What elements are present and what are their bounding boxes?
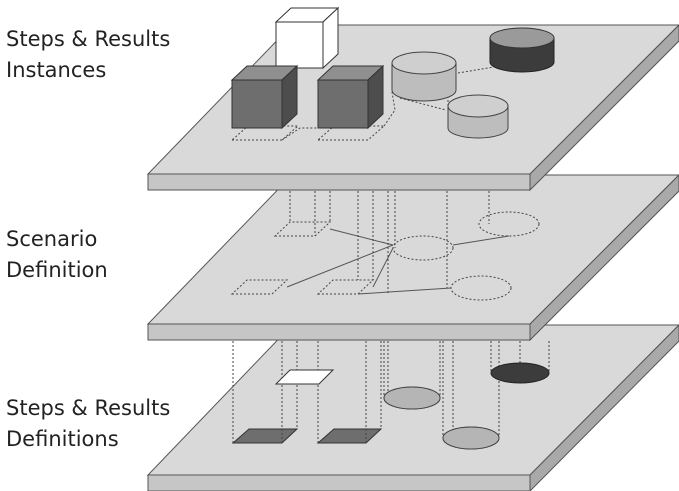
plate-scenario-front [147, 323, 531, 341]
result-instance-cylinder-dark [489, 27, 555, 73]
layer-label-definitions: Steps & Results Definitions [6, 393, 170, 455]
plate-definitions-side [529, 324, 679, 491]
plate-scenario-top [146, 174, 679, 325]
scenario-flow-lines [286, 228, 510, 295]
plate-scenario-side [529, 174, 679, 342]
plate-instances-side [529, 24, 679, 192]
step-instance-cube-1 [230, 64, 299, 130]
result-definition-top-2 [442, 426, 500, 450]
plate-instances [146, 24, 679, 192]
instance-links [289, 191, 490, 294]
plate-instances-front [147, 173, 531, 191]
scenario-result-2 [478, 211, 540, 237]
result-definition-top-1 [383, 386, 441, 410]
result-definition-dark-cylinder [490, 341, 550, 373]
layer-label-definitions-line2: Definitions [6, 427, 119, 451]
layer-label-instances-line2: Instances [6, 58, 107, 82]
scenario-step-1 [273, 221, 332, 237]
layer-label-scenario-line2: Definition [6, 258, 108, 282]
layer-label-definitions-line1: Steps & Results [6, 396, 171, 420]
layer-label-scenario: Scenario Definition [6, 224, 108, 286]
result-instance-cylinder-2 [447, 94, 509, 139]
layer-label-scenario-line1: Scenario [6, 227, 98, 251]
plate-scenario [146, 174, 679, 342]
step-definition-footprint-2 [316, 428, 383, 444]
result-definition-dark-top [490, 362, 550, 384]
scenario-step-2 [230, 279, 289, 295]
step-definition-white-tile [274, 369, 335, 385]
step-instance-cube-white [274, 6, 340, 70]
definition-links [232, 341, 521, 443]
step-instance-cube-2 [316, 64, 385, 130]
layer-label-instances: Steps & Results Instances [6, 24, 170, 86]
result-instance-cylinder-1 [391, 51, 457, 102]
layer-label-instances-line1: Steps & Results [6, 27, 171, 51]
plate-definitions-front [147, 474, 531, 491]
step-definition-footprint-1 [231, 428, 299, 444]
